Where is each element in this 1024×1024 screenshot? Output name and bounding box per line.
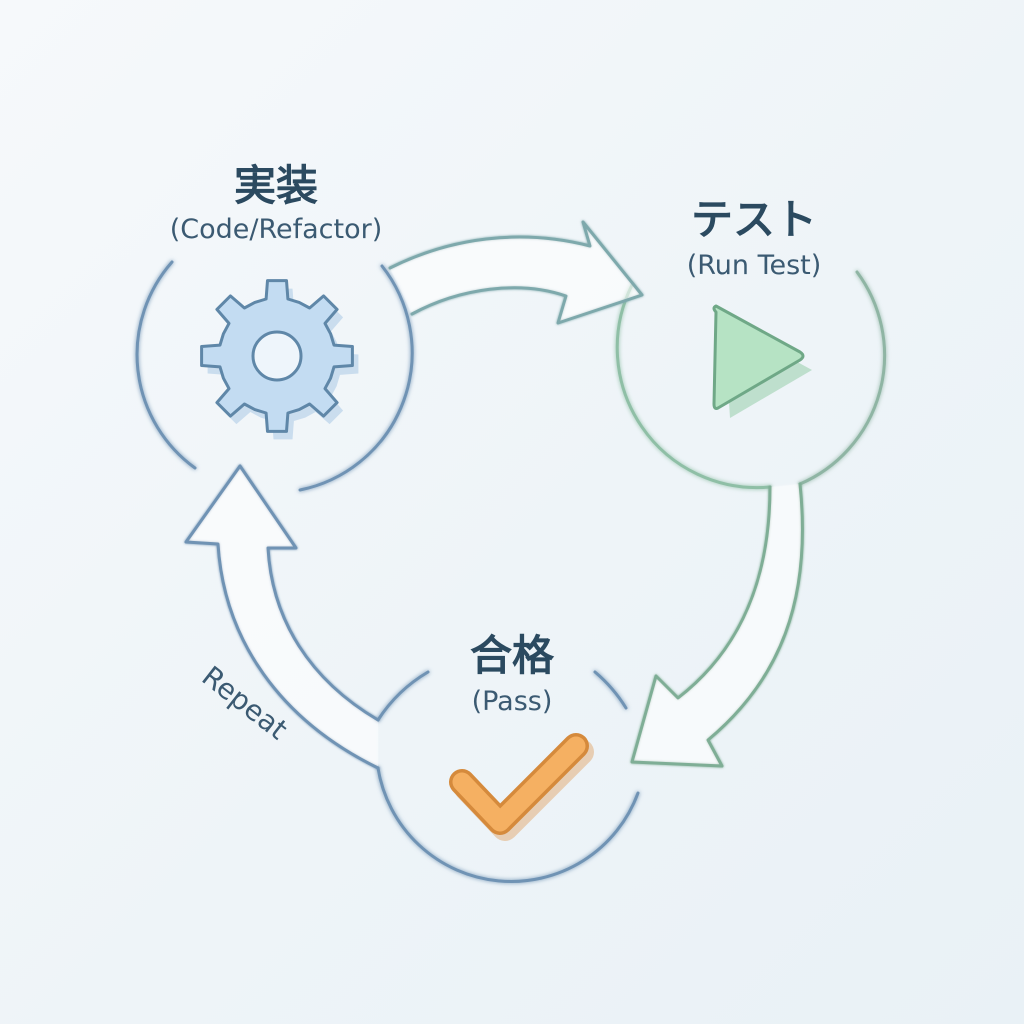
test-title: テスト xyxy=(691,195,817,244)
pass-title: 合格 xyxy=(470,631,555,680)
implement-node-circle xyxy=(135,260,414,492)
test-subtitle: (Run Test) xyxy=(687,250,822,281)
implement-subtitle: (Code/Refactor) xyxy=(170,214,383,245)
arrow-test-to-pass xyxy=(630,482,804,768)
checkmark-icon xyxy=(449,733,594,841)
pass-subtitle: (Pass) xyxy=(472,686,553,717)
implement-title: 実装 xyxy=(234,161,318,210)
arrow-implement-to-test xyxy=(388,220,644,325)
play-icon xyxy=(712,304,812,418)
pass-node-circle xyxy=(376,670,640,883)
arrow-pass-to-implement xyxy=(184,464,380,770)
test-node-circle xyxy=(615,270,887,490)
gear-icon xyxy=(200,279,359,440)
